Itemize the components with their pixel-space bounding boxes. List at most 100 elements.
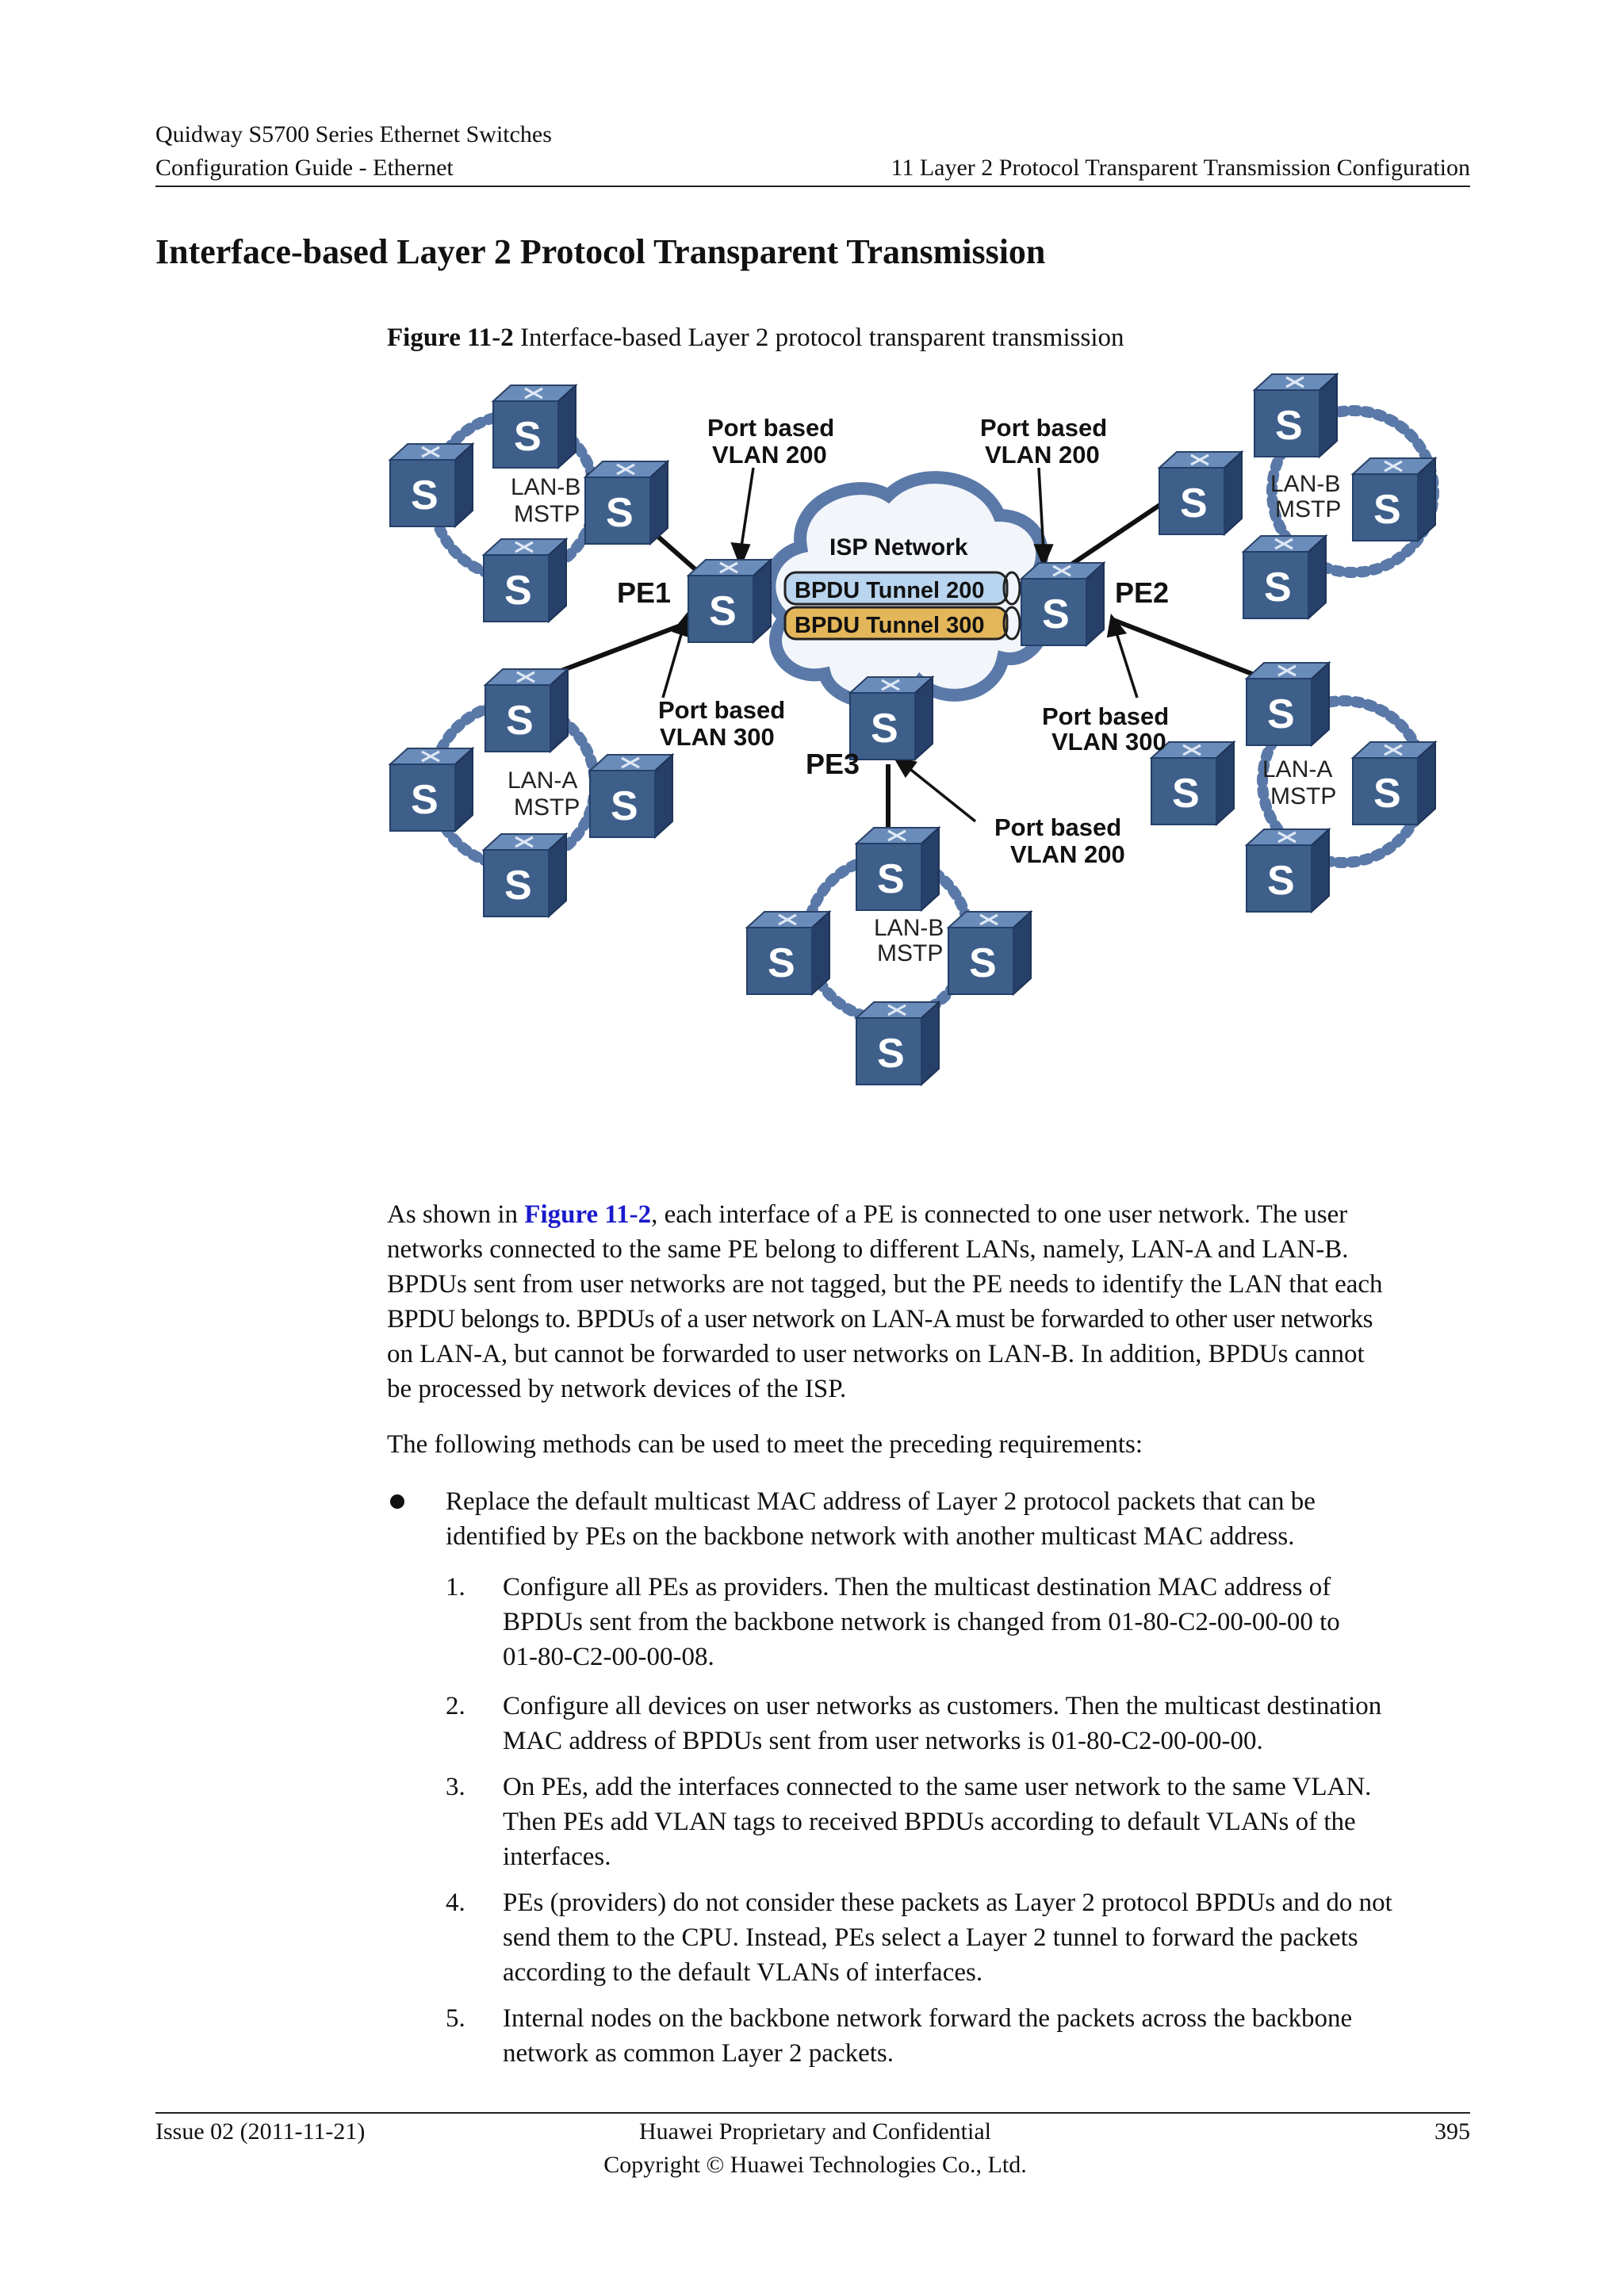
svg-text:S: S	[877, 856, 905, 902]
port-label-pe2-vlan300: Port based VLAN 300	[1042, 702, 1169, 756]
svg-text:LAN-B: LAN-B	[874, 915, 944, 941]
switch-lanb-tl-top: S	[492, 384, 577, 469]
header-guide: Configuration Guide - Ethernet	[155, 155, 454, 181]
port-label-pe1-vlan200: Port based VLAN 200	[707, 414, 834, 469]
bullet-item: Replace the default multicast MAC addres…	[446, 1484, 1316, 1554]
switch-lana-r-top: S	[1245, 661, 1331, 747]
isp-network-label: ISP Network	[829, 534, 968, 561]
switch-pe1: S	[687, 558, 772, 644]
paragraph-1: As shown in Figure 11-2, each interface …	[387, 1197, 1481, 1406]
svg-text:S: S	[709, 588, 737, 634]
svg-text:S: S	[768, 940, 795, 986]
step-3-number: 3.	[446, 1773, 465, 1801]
switch-lana-l-left: S	[389, 747, 474, 832]
page-number: 395	[1434, 2118, 1470, 2145]
p1-line2: networks connected to the same PE belong…	[387, 1235, 1349, 1264]
svg-text:VLAN 300: VLAN 300	[660, 723, 775, 751]
switch-pe2: S	[1020, 561, 1105, 647]
step-5-text: Internal nodes on the backbone network f…	[503, 2004, 1353, 2068]
p1-line1: , each interface of a PE is connected to…	[651, 1200, 1348, 1229]
svg-text:S: S	[504, 863, 532, 909]
switch-lana-r-bottom: S	[1245, 828, 1331, 913]
svg-text:BPDU Tunnel 300: BPDU Tunnel 300	[795, 613, 985, 638]
switch-lana-r-left: S	[1150, 740, 1235, 826]
svg-text:LAN-A: LAN-A	[1262, 756, 1332, 783]
svg-text:BPDU Tunnel 200: BPDU Tunnel 200	[795, 578, 985, 603]
step-2-text: Configure all devices on user networks a…	[503, 1692, 1382, 1755]
port-label-pe3-vlan200: Port based VLAN 200	[994, 813, 1125, 868]
figure-caption: Figure 11-2 Interface-based Layer 2 prot…	[387, 323, 1124, 353]
svg-text:S: S	[411, 473, 439, 519]
svg-text:VLAN 200: VLAN 200	[985, 441, 1100, 469]
p1-line4: BPDU belongs to. BPDUs of a user network…	[387, 1305, 1373, 1334]
pe1-label: PE1	[617, 576, 671, 609]
step-1-text: Configure all PEs as providers. Then the…	[503, 1573, 1340, 1671]
svg-text:Port based: Port based	[994, 813, 1121, 841]
pe2-label: PE2	[1115, 576, 1169, 609]
switch-lana-l-bottom: S	[482, 832, 568, 918]
svg-text:S: S	[969, 940, 997, 986]
step-1-number: 1.	[446, 1573, 465, 1601]
svg-text:LAN-B: LAN-B	[511, 474, 580, 500]
svg-text:S: S	[1172, 771, 1200, 817]
switch-lanb-tl-bottom: S	[482, 538, 568, 623]
switch-lanb-tr-top: S	[1253, 373, 1339, 458]
svg-text:S: S	[1264, 564, 1292, 610]
svg-text:MSTP: MSTP	[1275, 496, 1341, 522]
bullet-line1: Replace the default multicast MAC addres…	[446, 1487, 1316, 1516]
figure-link[interactable]: Figure 11-2	[524, 1200, 652, 1229]
footer-copyright: Copyright © Huawei Technologies Co., Ltd…	[603, 2152, 1027, 2178]
p1-line6: be processed by network devices of the I…	[387, 1375, 847, 1403]
bpdu-tunnel-300: BPDU Tunnel 300	[783, 606, 1021, 641]
svg-text:S: S	[1180, 480, 1208, 526]
step-4-number: 4.	[446, 1888, 465, 1917]
switch-lana-l-right: S	[588, 753, 674, 839]
switch-lana-l-top: S	[484, 668, 569, 753]
figure-caption-text: Interface-based Layer 2 protocol transpa…	[520, 323, 1124, 352]
svg-text:Port based: Port based	[658, 696, 785, 724]
svg-text:MSTP: MSTP	[514, 501, 580, 527]
switch-lanb-tl-left: S	[389, 442, 474, 528]
svg-text:S: S	[506, 698, 534, 744]
lan-label-r: LAN-A MSTP	[1262, 756, 1336, 809]
svg-text:LAN-A: LAN-A	[508, 767, 577, 794]
svg-text:S: S	[611, 783, 638, 829]
step-3-text: On PEs, add the interfaces connected to …	[503, 1773, 1372, 1871]
switch-lanb-b-right: S	[947, 910, 1032, 996]
network-diagram: BPDU Tunnel 200 BPDU Tunnel 300 ISP Netw…	[389, 373, 1439, 1086]
svg-text:MSTP: MSTP	[1270, 783, 1336, 809]
switch-lanb-tr-right: S	[1351, 457, 1437, 542]
step-5-number: 5.	[446, 2004, 465, 2033]
svg-text:MSTP: MSTP	[877, 940, 943, 966]
footer-issue: Issue 02 (2011-11-21)	[155, 2118, 366, 2145]
svg-text:Port based: Port based	[707, 414, 834, 442]
step-2-number: 2.	[446, 1692, 465, 1720]
svg-text:S: S	[606, 490, 634, 536]
bpdu-tunnel-200: BPDU Tunnel 200	[783, 571, 1021, 606]
switches: S S S S S S S S S S S S S S S S S S S S …	[389, 373, 1437, 1086]
bullet-line2: identified by PEs on the backbone networ…	[446, 1522, 1295, 1551]
lan-label-b: LAN-B MSTP	[874, 915, 944, 966]
svg-text:S: S	[1267, 858, 1295, 904]
svg-text:S: S	[871, 706, 898, 752]
svg-text:VLAN 300: VLAN 300	[1051, 728, 1166, 756]
footer-confidential: Huawei Proprietary and Confidential	[638, 2118, 992, 2145]
footer-rule	[155, 2112, 1470, 2114]
paragraph-2: The following methods can be used to mee…	[387, 1430, 1143, 1459]
svg-text:S: S	[877, 1031, 905, 1077]
switch-lanb-tr-bottom: S	[1242, 534, 1327, 620]
svg-text:Port based: Port based	[980, 414, 1107, 442]
port-label-pe1-vlan300: Port based VLAN 300	[658, 696, 785, 751]
lan-label-tl: LAN-B MSTP	[511, 474, 580, 527]
port-label-pe2-vlan200: Port based VLAN 200	[980, 414, 1107, 469]
step-4-text: PEs (providers) do not consider these pa…	[503, 1888, 1392, 1987]
header-product: Quidway S5700 Series Ethernet Switches	[155, 121, 552, 147]
svg-text:S: S	[1267, 691, 1295, 737]
pointer-arrows	[661, 467, 1139, 823]
bullet-icon	[390, 1494, 404, 1509]
svg-text:S: S	[1275, 403, 1303, 449]
svg-text:S: S	[1373, 487, 1401, 533]
switch-lanb-tl-right: S	[584, 460, 669, 545]
header-chapter: 11 Layer 2 Protocol Transparent Transmis…	[891, 155, 1470, 181]
svg-text:MSTP: MSTP	[514, 794, 580, 821]
